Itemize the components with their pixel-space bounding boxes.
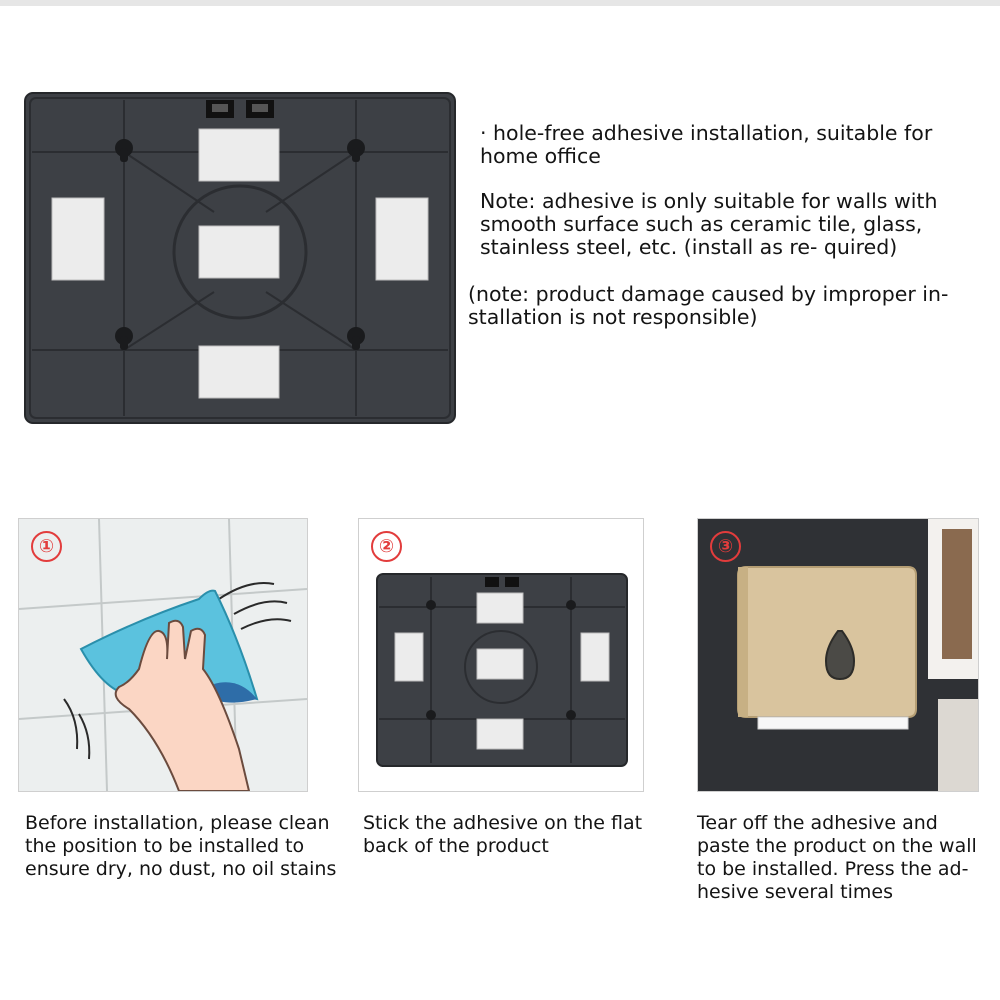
back-plate-illustration <box>24 92 456 424</box>
installation-info: · hole-free adhesive installation, suita… <box>468 122 988 329</box>
dispenser <box>737 566 917 730</box>
top-band <box>0 0 1000 6</box>
damage-disclaimer: (note: product damage caused by improper… <box>468 282 949 329</box>
feature-bullet: · hole-free adhesive installation, suita… <box>480 121 933 168</box>
clip-icon <box>206 100 274 118</box>
step-number-1: ① <box>31 531 62 562</box>
step-1-panel: ① <box>18 518 308 792</box>
mounted-dispenser-photo <box>698 519 978 791</box>
keyhole-icon <box>347 327 365 350</box>
hand <box>114 619 251 791</box>
back-plate-small-illustration <box>359 519 643 791</box>
step-number-2: ② <box>371 531 402 562</box>
step-2-panel: ② <box>358 518 644 792</box>
step-number-3: ③ <box>710 531 741 562</box>
clip-icon <box>485 577 519 587</box>
step-2-caption: Stick the adhesive on the flat back of t… <box>363 812 643 857</box>
paper-towel <box>757 716 909 730</box>
surface-note: Note: adhesive is only suitable for wall… <box>480 189 938 259</box>
adhesive-pads <box>51 128 429 399</box>
clean-wall-illustration <box>19 519 307 791</box>
step-3-caption: Tear off the adhesive and paste the prod… <box>697 812 977 903</box>
keyhole-icon <box>115 139 133 162</box>
back-plate-svg <box>24 92 456 424</box>
step-1-caption: Before installation, please clean the po… <box>25 812 337 880</box>
water-drop-window-icon <box>824 630 856 681</box>
keyhole-icon <box>115 327 133 350</box>
step-3-panel: ③ <box>697 518 979 792</box>
keyhole-icon <box>347 139 365 162</box>
